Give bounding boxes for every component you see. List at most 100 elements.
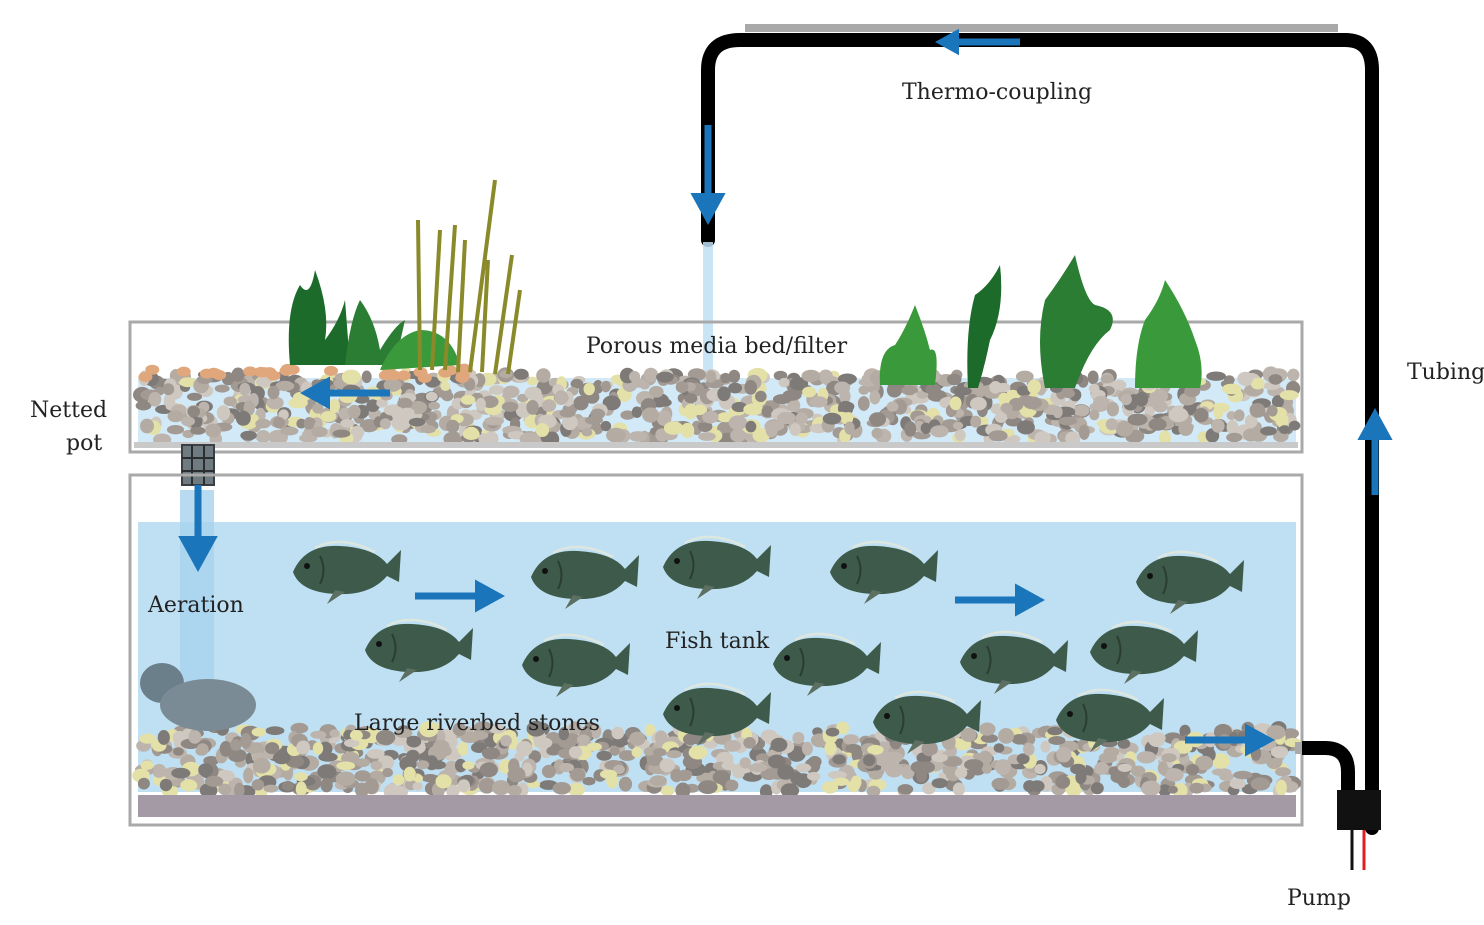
gravel-stone bbox=[255, 418, 271, 429]
gravel-stone bbox=[666, 750, 682, 759]
gravel-stone bbox=[428, 401, 440, 410]
gravel-stone bbox=[570, 378, 584, 389]
gravel-stone bbox=[825, 727, 840, 737]
gravel-stone bbox=[1189, 782, 1205, 794]
gravel-stone bbox=[659, 398, 672, 407]
gravel-stone bbox=[366, 399, 380, 412]
gravel-stone bbox=[1117, 763, 1133, 772]
gravel-stone bbox=[767, 754, 786, 769]
gravel-stone bbox=[642, 407, 660, 423]
gravel-stone bbox=[167, 410, 184, 423]
gravel-stone bbox=[1094, 761, 1109, 775]
gravel-stone bbox=[920, 422, 932, 434]
gravel-stone bbox=[430, 760, 446, 770]
gravel-stone bbox=[1185, 764, 1200, 776]
gravel-stone bbox=[1052, 405, 1063, 419]
gravel-stone bbox=[361, 370, 372, 384]
gravel-stone bbox=[755, 390, 767, 403]
gravel-stone bbox=[678, 769, 693, 778]
gravel-stone bbox=[761, 405, 774, 418]
gravel-stone bbox=[1106, 401, 1119, 417]
riverbed-stone bbox=[160, 679, 256, 731]
gravel-stone bbox=[397, 397, 413, 410]
gravel-stone bbox=[592, 380, 604, 394]
gravel-stone bbox=[507, 785, 522, 796]
gravel-stone bbox=[171, 767, 191, 779]
gravel-stone bbox=[1275, 767, 1291, 777]
label-netted-pot-line2: pot bbox=[66, 431, 103, 456]
gravel-stone bbox=[180, 779, 198, 792]
gravel-stone bbox=[697, 421, 713, 432]
gravel-stone bbox=[394, 728, 413, 738]
gravel-stone bbox=[643, 367, 659, 383]
gravel-stone bbox=[379, 418, 391, 430]
gravel-stone bbox=[1173, 740, 1193, 754]
gravel-stone bbox=[296, 418, 307, 429]
gravel-stone bbox=[533, 737, 553, 749]
gravel-stone bbox=[489, 724, 507, 734]
gravel-stone bbox=[1034, 431, 1051, 445]
gravel-stone bbox=[1134, 392, 1149, 407]
gravel-stone bbox=[822, 412, 842, 425]
gravel-stone bbox=[320, 411, 337, 422]
gravel-stone bbox=[403, 766, 416, 782]
gravel-stone bbox=[1195, 755, 1214, 771]
gravel-stone bbox=[991, 777, 1010, 791]
gravel-stone bbox=[980, 733, 999, 743]
label-thermo-coupling: Thermo-coupling bbox=[902, 80, 1093, 105]
gravel-stone bbox=[568, 721, 581, 736]
gravel-stone bbox=[501, 401, 519, 412]
gravel-stone bbox=[886, 401, 899, 412]
gravel-stone bbox=[778, 377, 790, 388]
gravel-stone bbox=[721, 760, 736, 771]
gravel-stone bbox=[675, 381, 689, 393]
gravel-stone bbox=[618, 776, 633, 792]
gravel-stone bbox=[728, 382, 742, 394]
gravel-stone bbox=[1110, 771, 1128, 784]
gravel-stone bbox=[546, 746, 561, 756]
gravel-stone bbox=[462, 761, 475, 770]
gravel-stone bbox=[596, 750, 612, 761]
gravel-stone bbox=[964, 759, 984, 771]
gravel-stone bbox=[606, 427, 626, 443]
gravel-stone bbox=[541, 764, 557, 779]
gravel-stone bbox=[295, 781, 307, 797]
gravel-stone bbox=[311, 426, 328, 438]
gravel-stone bbox=[609, 745, 620, 756]
gravel-stone bbox=[392, 774, 405, 786]
gravel-stone bbox=[535, 423, 550, 437]
gravel-stone bbox=[868, 770, 883, 780]
gravel-stone bbox=[478, 778, 495, 794]
gravel-stone bbox=[441, 746, 452, 757]
gravel-stone bbox=[628, 431, 648, 442]
gravel-stone bbox=[205, 423, 222, 438]
gravel-stone bbox=[462, 428, 480, 441]
gravel-stone bbox=[1130, 765, 1146, 777]
gravel-stone bbox=[248, 742, 265, 756]
gravel-stone bbox=[1016, 753, 1030, 765]
gravel-stone bbox=[790, 772, 804, 785]
fish-icon bbox=[663, 682, 771, 746]
gravel-stone bbox=[1148, 733, 1166, 747]
gravel-stone bbox=[675, 782, 691, 799]
gravel-stone bbox=[351, 428, 364, 437]
gravel-stone bbox=[631, 406, 643, 418]
gravel-stone bbox=[618, 750, 636, 761]
label-tubing: Tubing bbox=[1407, 360, 1484, 385]
gravel-stone bbox=[324, 365, 338, 376]
gravel-stone bbox=[897, 784, 914, 795]
gravel-stone bbox=[187, 392, 202, 401]
gravel-stone bbox=[1120, 393, 1132, 406]
gravel-stone bbox=[1058, 416, 1078, 426]
gravel-stone bbox=[789, 423, 801, 436]
gravel-stone bbox=[1127, 413, 1148, 426]
gravel-stone bbox=[653, 748, 667, 757]
gravel-stone bbox=[949, 396, 962, 411]
gravel-stone bbox=[953, 386, 972, 396]
gravel-stone bbox=[406, 735, 422, 748]
gravel-stone bbox=[1222, 383, 1242, 395]
gravel-stone bbox=[931, 778, 948, 789]
gravel-stone bbox=[1136, 751, 1157, 764]
gravel-stone bbox=[649, 775, 667, 786]
